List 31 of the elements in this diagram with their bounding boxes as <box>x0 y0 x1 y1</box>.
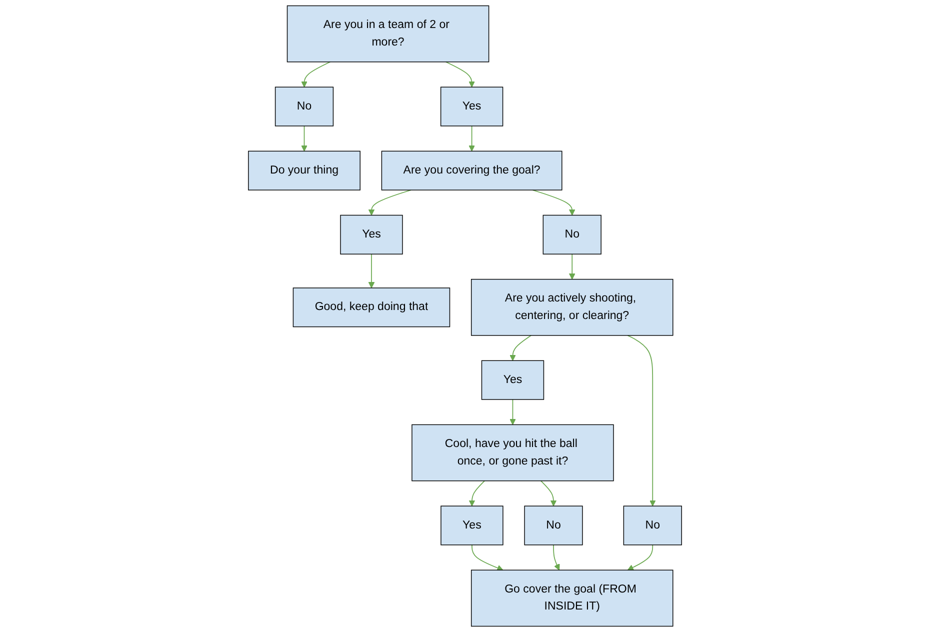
node-box: Cool, have you hit the ball once, or gone past it? <box>412 424 614 482</box>
arrow <box>368 190 412 216</box>
arrow <box>627 335 656 506</box>
node-box: No <box>542 214 602 254</box>
arrow <box>468 480 486 506</box>
arrow <box>468 126 475 152</box>
arrow <box>568 254 576 280</box>
node-box: No <box>623 506 682 546</box>
arrow <box>510 399 516 425</box>
node-box: Go cover the goal (FROM INSIDE IT) <box>470 570 674 627</box>
arrow <box>445 61 475 88</box>
node-box: Are you in a team of 2 or more? <box>286 5 490 62</box>
node-box: No <box>274 86 334 126</box>
arrow <box>540 480 557 506</box>
arrow <box>510 335 532 361</box>
node-box: Good, keep doing that <box>292 288 450 328</box>
arrow <box>368 254 375 288</box>
node-box: Are you covering the goal? <box>381 150 562 190</box>
node-box: Do your thing <box>248 150 360 190</box>
node-box: Yes <box>340 214 403 254</box>
arrow <box>472 544 504 571</box>
arrow <box>301 126 308 152</box>
node-box: No <box>524 506 583 546</box>
arrow <box>301 61 331 88</box>
arrow <box>532 190 576 216</box>
node-box: Yes <box>440 506 504 546</box>
node-box: Yes <box>440 86 504 126</box>
arrow <box>553 544 560 570</box>
node-box: Are you actively shooting, centering, or clearing? <box>470 278 674 336</box>
node-box: Yes <box>481 360 544 400</box>
arrow <box>627 544 654 570</box>
